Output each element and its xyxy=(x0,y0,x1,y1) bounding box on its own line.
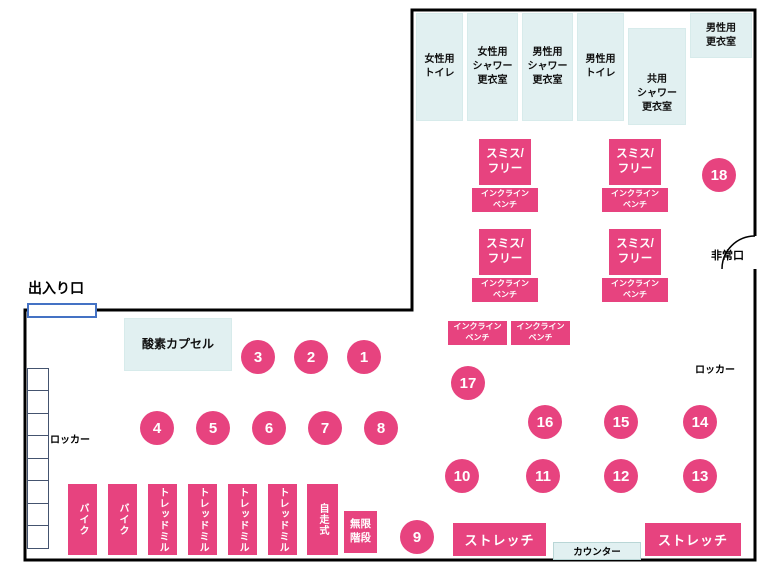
zone-incline-bench-4: インクライン ベンチ xyxy=(602,278,668,302)
station-17: 17 xyxy=(451,366,485,400)
emergency-exit-label: 非常口 xyxy=(711,250,744,262)
locker-cell xyxy=(27,390,49,415)
equipment-self-propelled: 自走式 xyxy=(307,484,338,555)
station-14: 14 xyxy=(683,405,717,439)
locker-label-right: ロッカー xyxy=(695,365,735,376)
zone-incline-bench-3: インクライン ベンチ xyxy=(472,278,538,302)
locker-cell xyxy=(27,457,49,482)
locker-label-left: ロッカー xyxy=(50,435,90,446)
locker-cell xyxy=(27,502,49,527)
zone-incline-bench-2: インクライン ベンチ xyxy=(602,188,668,212)
equipment-treadmill-1: トレッドミル xyxy=(148,484,177,555)
equipment-bike-2: バイク xyxy=(108,484,137,555)
equipment-treadmill-3: トレッドミル xyxy=(228,484,257,555)
station-8: 8 xyxy=(364,411,398,445)
zone-incline-bench-1: インクライン ベンチ xyxy=(472,188,538,212)
oxygen-capsule-room: 酸素カプセル xyxy=(124,318,232,371)
station-18: 18 xyxy=(702,158,736,192)
counter-desk: カウンター xyxy=(553,542,641,560)
station-3: 3 xyxy=(241,340,275,374)
locker-cell xyxy=(27,480,49,505)
station-7: 7 xyxy=(308,411,342,445)
equipment-treadmill-4: トレッドミル xyxy=(268,484,297,555)
locker-cell xyxy=(27,368,49,392)
locker-column-left xyxy=(27,368,49,549)
room-mens-shower-locker: 男性用 シャワー 更衣室 xyxy=(522,13,573,121)
room-mens-locker: 男性用 更衣室 xyxy=(690,13,752,58)
station-6: 6 xyxy=(252,411,286,445)
zone-stretch-1: ストレッチ xyxy=(453,523,546,556)
station-4: 4 xyxy=(140,411,174,445)
station-10: 10 xyxy=(445,459,479,493)
room-womens-toilet: 女性用 トイレ xyxy=(416,13,463,121)
locker-cell xyxy=(27,412,49,437)
locker-cell xyxy=(27,525,49,549)
zone-smith-free-1: スミス/ フリー xyxy=(479,139,531,185)
room-womens-shower-locker: 女性用 シャワー 更衣室 xyxy=(467,13,518,121)
entrance-door xyxy=(27,303,97,318)
station-12: 12 xyxy=(604,459,638,493)
zone-incline-bench-5: インクライン ベンチ xyxy=(448,321,507,345)
room-shared-shower-locker: 共用 シャワー 更衣室 xyxy=(628,28,686,125)
equipment-treadmill-2: トレッドミル xyxy=(188,484,217,555)
station-13: 13 xyxy=(683,459,717,493)
station-11: 11 xyxy=(526,459,560,493)
zone-smith-free-3: スミス/ フリー xyxy=(479,229,531,275)
equipment-bike-1: バイク xyxy=(68,484,97,555)
entrance-label: 出入り口 xyxy=(28,280,84,296)
emergency-exit-door-arc xyxy=(721,235,756,270)
station-2: 2 xyxy=(294,340,328,374)
station-1: 1 xyxy=(347,340,381,374)
zone-smith-free-4: スミス/ フリー xyxy=(609,229,661,275)
room-mens-toilet: 男性用 トイレ xyxy=(577,13,624,121)
zone-infinite-stairs: 無限 階段 xyxy=(344,511,377,553)
locker-cell xyxy=(27,435,49,460)
station-15: 15 xyxy=(604,405,638,439)
station-9: 9 xyxy=(400,520,434,554)
station-5: 5 xyxy=(196,411,230,445)
station-16: 16 xyxy=(528,405,562,439)
zone-smith-free-2: スミス/ フリー xyxy=(609,139,661,185)
zone-stretch-2: ストレッチ xyxy=(645,523,741,556)
zone-incline-bench-6: インクライン ベンチ xyxy=(511,321,570,345)
